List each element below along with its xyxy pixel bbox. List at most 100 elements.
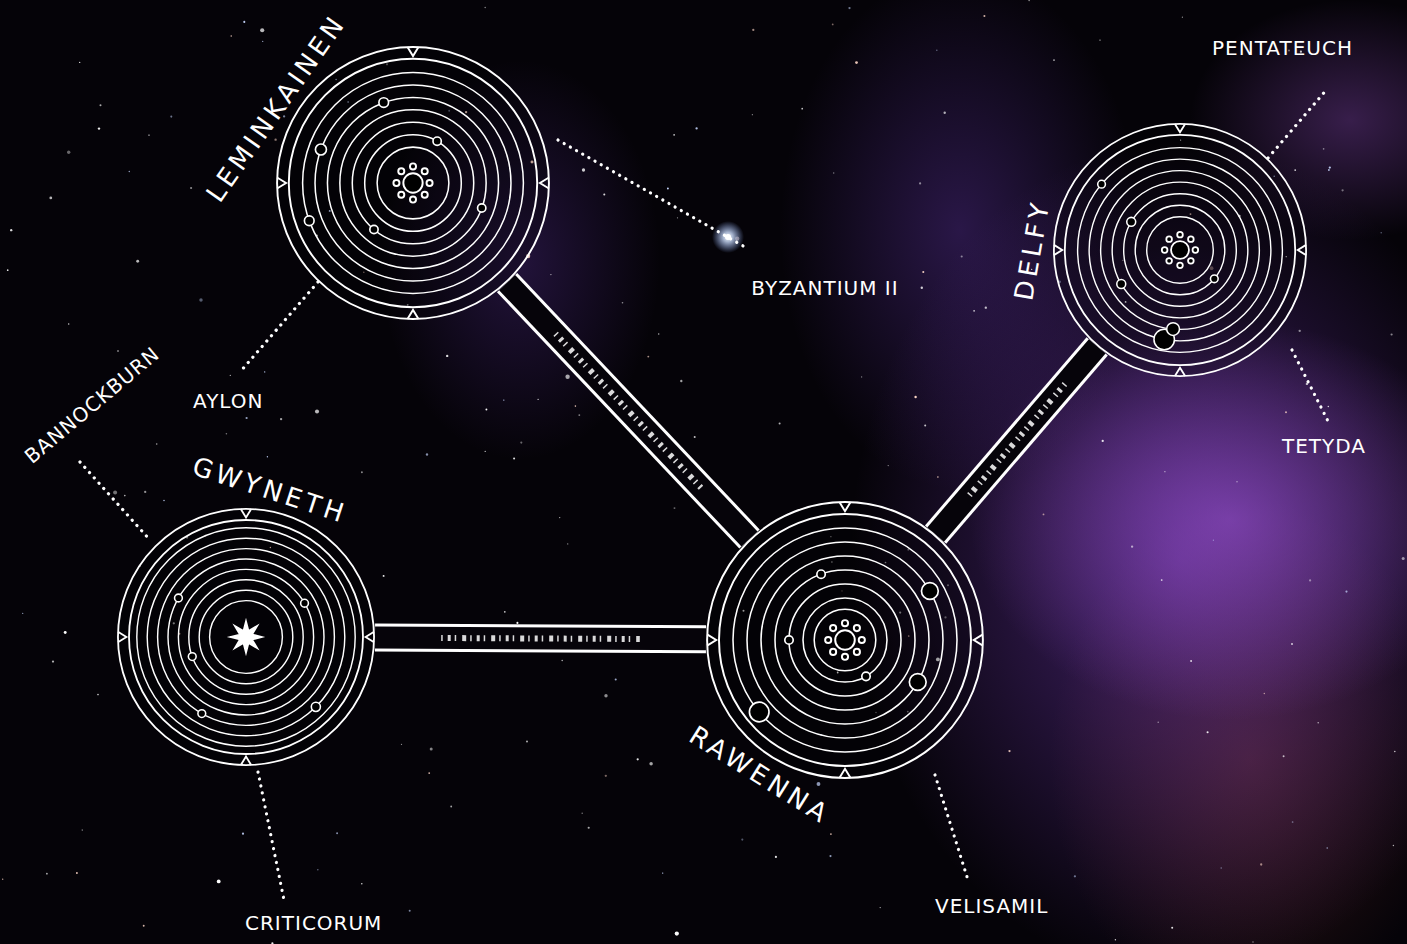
star xyxy=(1099,39,1100,40)
star xyxy=(936,49,938,51)
star-system: RAWENNA xyxy=(705,500,985,780)
sun xyxy=(835,630,855,650)
star xyxy=(1053,59,1055,61)
star xyxy=(144,491,146,493)
orbit xyxy=(377,147,449,219)
star xyxy=(888,465,889,466)
star xyxy=(98,127,100,129)
star xyxy=(516,622,518,624)
inner-ring xyxy=(289,59,537,307)
star xyxy=(914,396,916,398)
orbit xyxy=(340,110,486,256)
planet xyxy=(478,204,486,212)
star xyxy=(267,456,268,457)
outer-ring xyxy=(277,47,549,319)
orbit xyxy=(303,73,524,294)
planet xyxy=(749,702,769,722)
sun-ray xyxy=(1193,247,1199,253)
star xyxy=(983,15,985,17)
star xyxy=(578,414,580,416)
orbit xyxy=(1147,217,1214,284)
star xyxy=(752,114,753,115)
ring-notch xyxy=(1054,245,1062,255)
star xyxy=(1161,579,1163,581)
star xyxy=(503,399,504,400)
star xyxy=(550,274,551,275)
sun-ray xyxy=(1188,236,1194,242)
star-system: DELFY xyxy=(1052,122,1308,378)
planet xyxy=(315,144,326,155)
planet-label: AYLON xyxy=(193,388,263,414)
planet xyxy=(188,653,196,661)
leader-line xyxy=(1268,88,1328,158)
orbit xyxy=(210,601,283,674)
star xyxy=(537,399,538,400)
star xyxy=(243,21,245,23)
ring-notch xyxy=(366,632,374,642)
orbit xyxy=(168,559,324,715)
star xyxy=(1394,751,1395,752)
sun-ray xyxy=(1177,263,1183,269)
star xyxy=(848,7,850,9)
star xyxy=(7,269,9,271)
star xyxy=(1323,148,1325,150)
band-glyphs xyxy=(441,638,640,639)
orbit xyxy=(747,542,943,738)
sun-ray xyxy=(410,197,416,203)
star xyxy=(944,112,946,114)
star xyxy=(832,24,834,26)
star xyxy=(1283,755,1285,757)
orbit-group xyxy=(118,509,374,765)
star xyxy=(10,229,12,231)
ring-notch xyxy=(974,634,983,645)
star xyxy=(779,423,781,425)
band-outline xyxy=(507,283,749,539)
star xyxy=(588,827,590,829)
sun-ray xyxy=(1188,258,1194,264)
star xyxy=(937,476,939,478)
sun-ray xyxy=(842,654,848,660)
star xyxy=(1102,440,1104,442)
star xyxy=(1328,169,1330,171)
outer-ring xyxy=(1054,124,1306,376)
star xyxy=(1341,189,1343,191)
orbit xyxy=(733,528,957,752)
sun-ray xyxy=(1177,232,1183,238)
star xyxy=(113,491,117,495)
sun-ray xyxy=(1166,236,1172,242)
planet-label: TETYDA xyxy=(1282,433,1366,459)
ring-notch xyxy=(277,177,286,188)
star xyxy=(274,139,276,141)
star xyxy=(637,758,639,760)
star xyxy=(1131,546,1133,548)
star xyxy=(163,500,165,502)
star xyxy=(1329,166,1331,168)
sun-ray xyxy=(854,625,860,631)
leader-line xyxy=(80,462,150,540)
band-outline xyxy=(936,346,1098,534)
star xyxy=(1328,406,1330,408)
planet xyxy=(311,702,320,711)
star xyxy=(680,380,682,382)
planet xyxy=(1098,180,1106,188)
ring-notch xyxy=(407,310,418,319)
star xyxy=(1115,939,1116,940)
star xyxy=(919,182,921,184)
sun-ray xyxy=(830,625,836,631)
orbit xyxy=(365,135,462,232)
star xyxy=(426,453,428,455)
star xyxy=(49,197,52,200)
star xyxy=(361,883,363,885)
star xyxy=(124,495,126,497)
star xyxy=(129,171,131,173)
star xyxy=(1345,591,1347,593)
star xyxy=(1207,731,1209,733)
star-system-rings xyxy=(1052,122,1308,378)
star xyxy=(1292,821,1294,823)
star xyxy=(1008,750,1010,752)
star xyxy=(775,856,777,858)
star xyxy=(97,694,99,696)
star xyxy=(136,260,139,263)
star xyxy=(565,375,569,379)
star xyxy=(833,172,835,174)
